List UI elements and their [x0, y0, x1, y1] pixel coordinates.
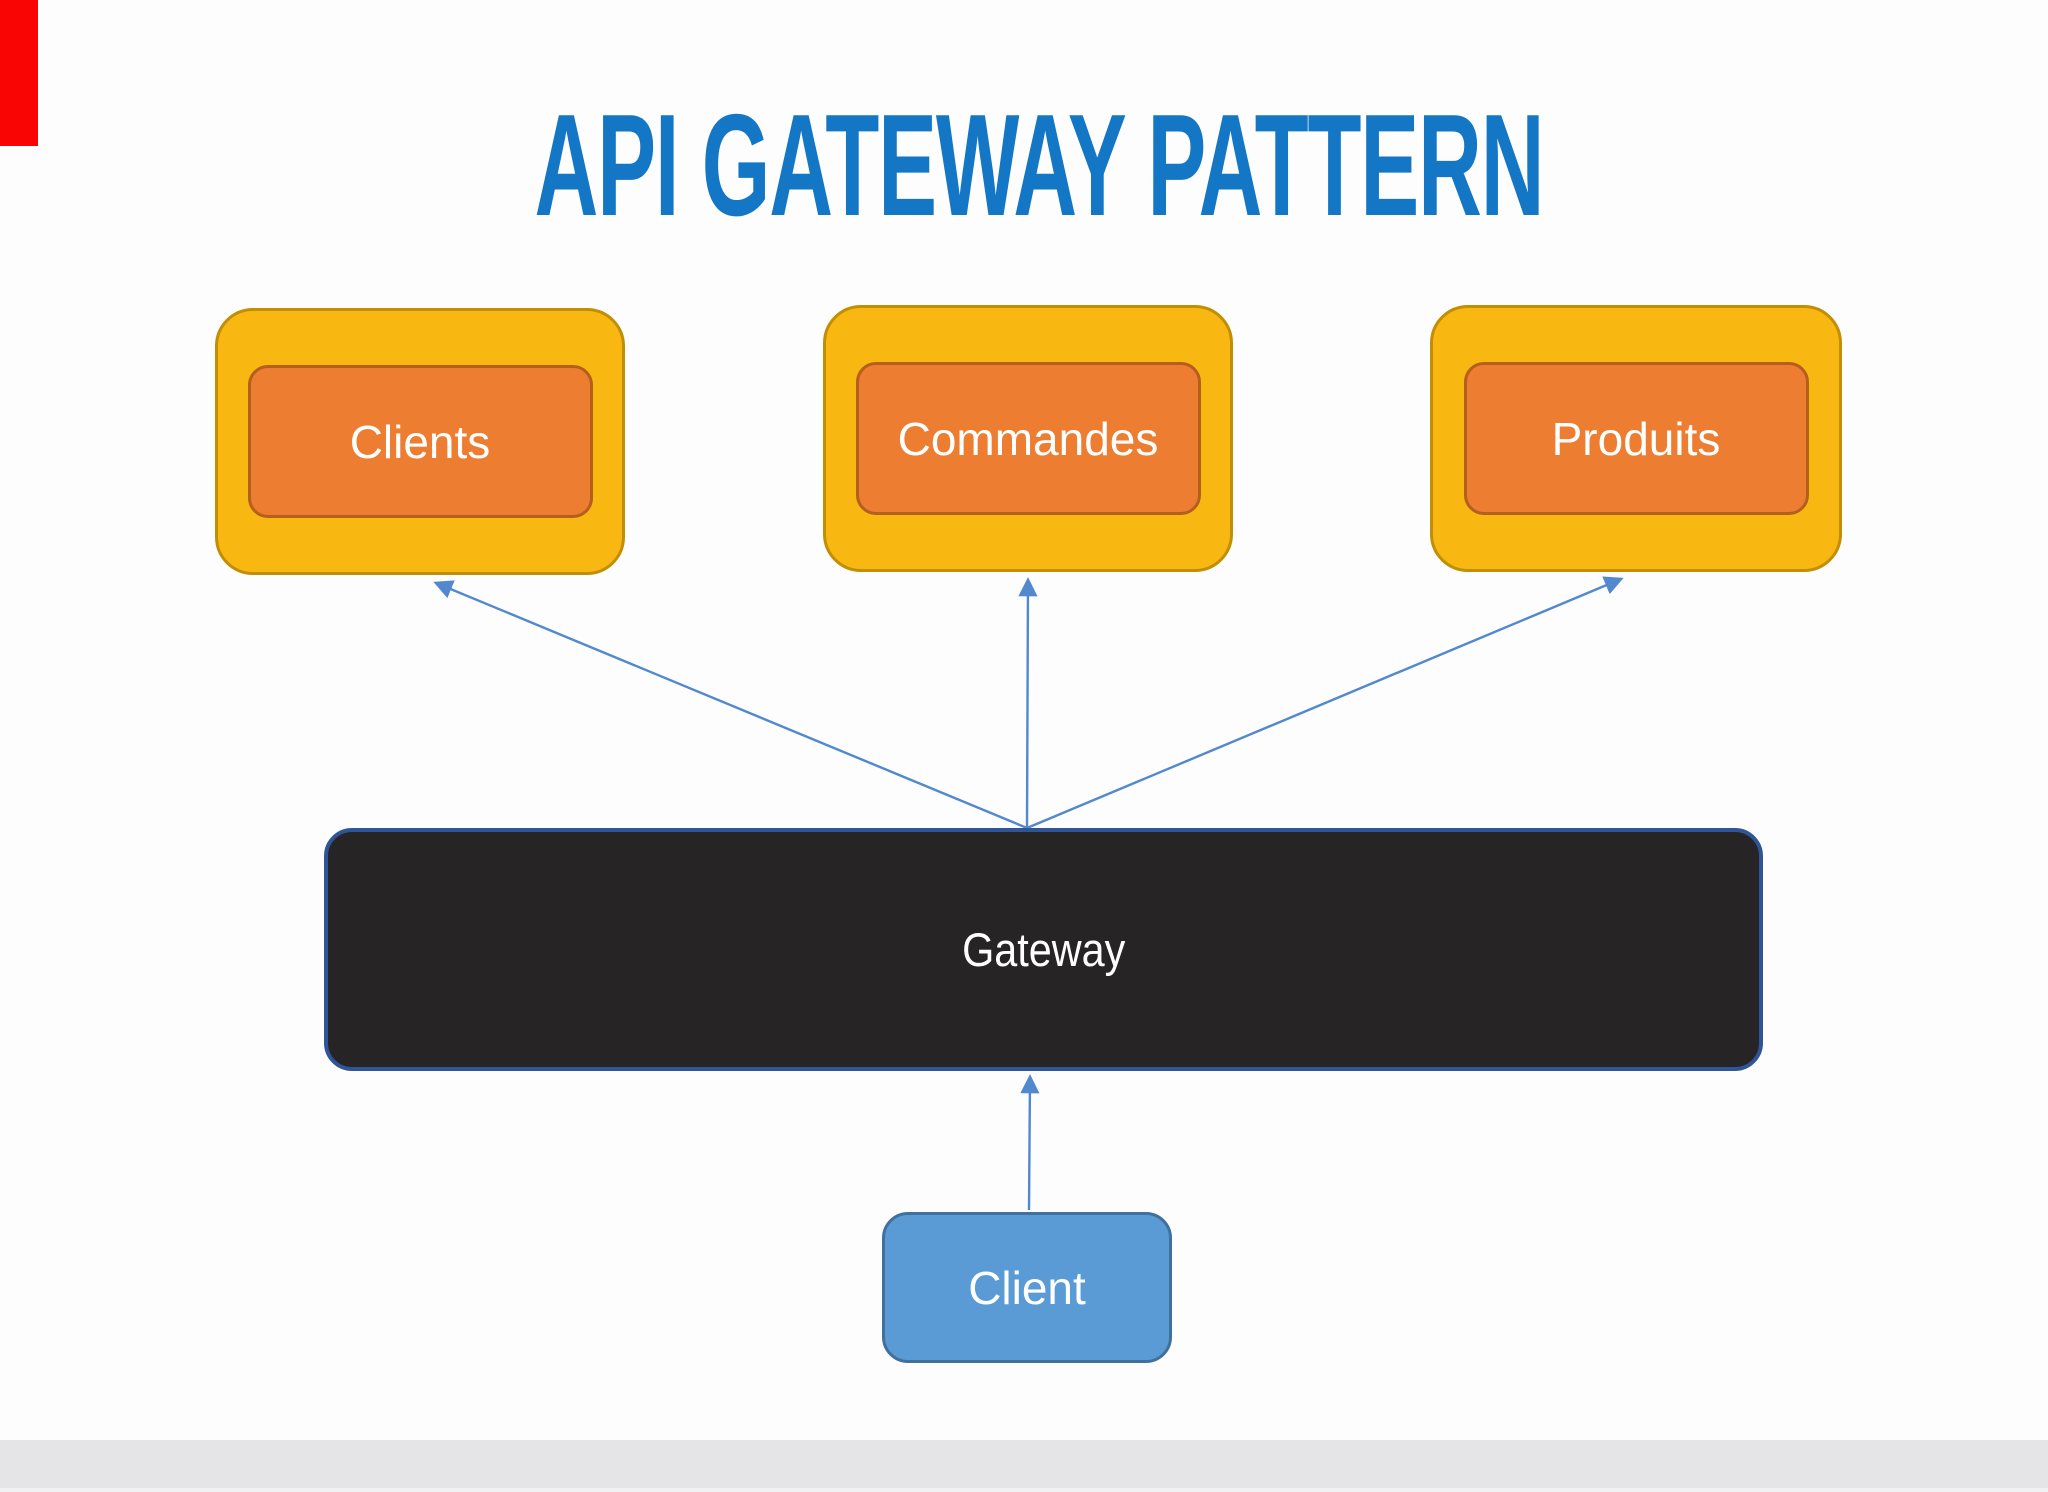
- service-box-produits: Produits: [1430, 305, 1842, 572]
- arrow-gateway-to-produits-icon: [1026, 576, 1624, 830]
- client-label: Client: [968, 1261, 1086, 1314]
- service-box-produits-inner: Produits: [1463, 362, 1809, 515]
- service-box-clients-inner: Clients: [247, 365, 593, 518]
- service-label-commandes: Commandes: [897, 412, 1159, 465]
- service-label-produits: Produits: [1551, 412, 1721, 465]
- page-title: API GATEWAY PATTERN: [0, 93, 2048, 238]
- client-box: Client: [882, 1212, 1172, 1363]
- red-marker-bar: [0, 0, 38, 146]
- page-title-text: API GATEWAY PATTERN: [534, 84, 1545, 246]
- arrow-gateway-to-commandes-icon: [1018, 577, 1038, 829]
- gateway-label: Gateway: [961, 923, 1126, 976]
- footer-bar: [0, 1440, 2048, 1488]
- service-box-clients: Clients: [215, 308, 625, 575]
- arrow-client-to-gateway-icon: [1020, 1074, 1040, 1211]
- footer-edge: [0, 1488, 2048, 1492]
- gateway-box: Gateway: [324, 828, 1763, 1071]
- arrow-gateway-to-clients-icon: [433, 580, 1028, 830]
- service-box-commandes: Commandes: [823, 305, 1233, 572]
- service-label-clients: Clients: [349, 415, 491, 468]
- service-box-commandes-inner: Commandes: [855, 362, 1201, 515]
